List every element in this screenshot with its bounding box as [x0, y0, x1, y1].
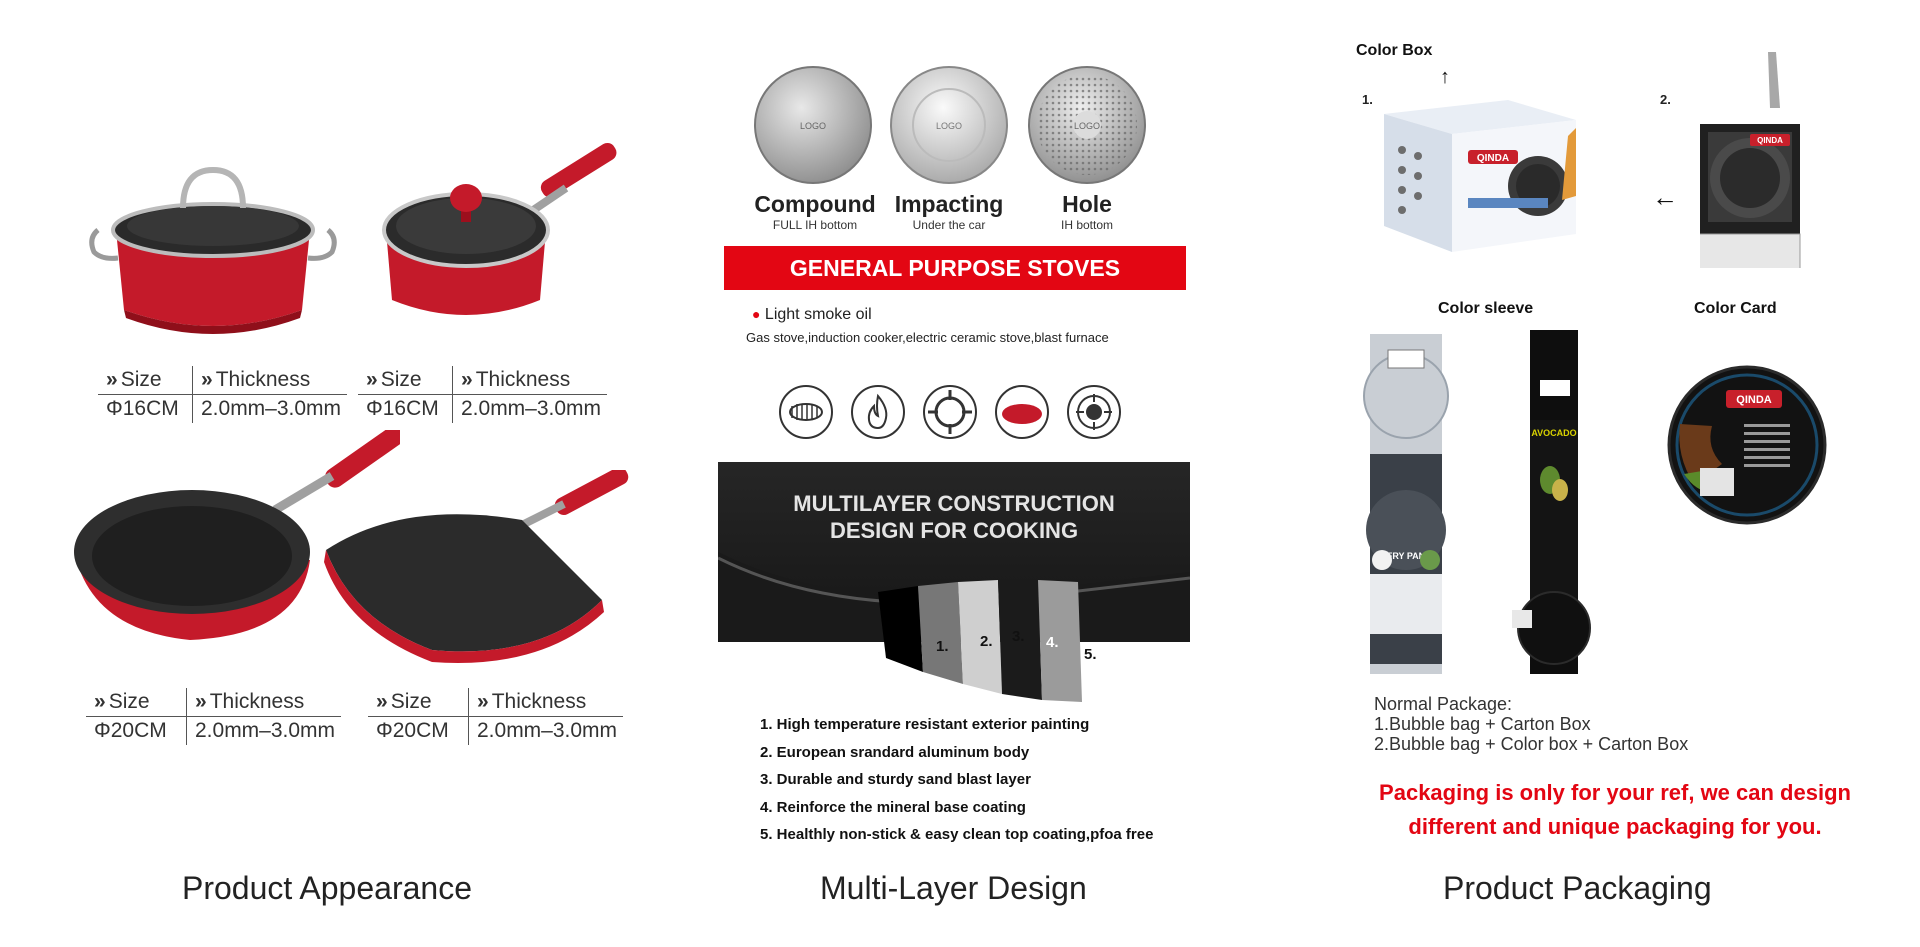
feature-item: 5. Healthly non-stick & easy clean top c…	[760, 826, 1154, 843]
bottom-compound: Compound FULL IH bottom	[750, 191, 880, 232]
size-value: Φ20CM	[86, 717, 187, 745]
hole-bottom-image: LOGO	[1028, 66, 1146, 184]
thickness-label: Thickness	[215, 368, 311, 391]
caption-product-packaging: Product Packaging	[1443, 870, 1712, 906]
size-label: Size	[390, 690, 432, 713]
spec-table-4: »Size »Thickness Φ20CM 2.0mm–3.0mm	[368, 688, 623, 745]
caption-product-appearance: Product Appearance	[182, 870, 472, 906]
size-label: Size	[108, 690, 150, 713]
thickness-label: Thickness	[475, 368, 571, 391]
bottom-title: Impacting	[894, 191, 1004, 217]
brand-text: QINDA	[1736, 394, 1772, 406]
sleeve-label: AVOCADO	[1531, 428, 1576, 438]
thickness-value: 2.0mm–3.0mm	[461, 397, 602, 420]
size-label: Size	[120, 368, 162, 391]
normal-package-title: Normal Package:	[1374, 694, 1513, 714]
brand-text: QINDA	[1757, 136, 1783, 145]
thickness-value: 2.0mm–3.0mm	[195, 719, 336, 742]
layer-number-3: 3.	[1012, 628, 1025, 645]
bottom-hole: Hole IH bottom	[1022, 191, 1152, 232]
feature-item: 3. Durable and sturdy sand blast layer	[760, 771, 1031, 788]
thickness-label: Thickness	[491, 690, 587, 713]
stoves-line: Gas stove,induction cooker,electric cera…	[746, 330, 1109, 345]
normal-package-option-2: 2.Bubble bag + Color box + Carton Box	[1374, 734, 1689, 754]
color-card-image: QINDA	[1667, 365, 1827, 525]
thickness-value: 2.0mm–3.0mm	[201, 397, 342, 420]
color-sleeve-2-image: AVOCADO	[1512, 330, 1591, 674]
layer-number-1: 1.	[936, 638, 949, 655]
arrow-left-icon: ←	[1652, 182, 1678, 212]
size-value: Φ20CM	[368, 717, 469, 745]
grill-pan-image	[324, 470, 629, 663]
logo-text: LOGO	[800, 121, 826, 131]
normal-package-option-1: 1.Bubble bag + Carton Box	[1374, 714, 1591, 734]
compound-bottom-image: LOGO	[754, 66, 872, 184]
color-box-image: QINDA	[1384, 100, 1576, 252]
caption-multilayer-design: Multi-Layer Design	[820, 870, 1087, 906]
feature-item: 1. High temperature resistant exterior p…	[760, 716, 1090, 733]
bottom-title: Hole	[1062, 191, 1112, 217]
logo-text: LOGO	[1074, 121, 1100, 131]
color-box-heading: Color Box	[1356, 42, 1433, 59]
marker-1: 1.	[1362, 92, 1373, 107]
layer-number-4: 4.	[1046, 634, 1059, 651]
size-label: Size	[380, 368, 422, 391]
gas-burner-icon	[923, 385, 977, 439]
casserole-pot-image	[89, 166, 337, 334]
size-value: Φ16CM	[98, 395, 193, 423]
sleeve-label: FRY PAN	[1387, 551, 1425, 561]
thickness-label: Thickness	[209, 690, 305, 713]
bottom-subtitle: FULL IH bottom	[772, 218, 858, 232]
stoves-banner: GENERAL PURPOSE STOVES	[724, 246, 1186, 290]
construction-title: MULTILAYER CONSTRUCTION DESIGN FOR COOKI…	[718, 490, 1190, 544]
construction-title-line-2: DESIGN FOR COOKING	[829, 518, 1079, 543]
bottom-subtitle: IH bottom	[1060, 218, 1114, 232]
arrow-up-icon: ↑	[1440, 66, 1450, 88]
packaging-note-line-2: different and unique packaging for you.	[1408, 814, 1822, 839]
packaging-note: Packaging is only for your ref, we can d…	[1360, 776, 1870, 844]
packaging-note-line-1: Packaging is only for your ref, we can d…	[1379, 780, 1851, 805]
marker-2: 2.	[1660, 92, 1671, 107]
spec-table-3: »Size »Thickness Φ20CM 2.0mm–3.0mm	[86, 688, 341, 745]
feature-list: 1. High temperature resistant exterior p…	[760, 711, 1153, 849]
size-value: Φ16CM	[358, 395, 453, 423]
feature-item: 4. Reinforce the mineral base coating	[760, 798, 1026, 816]
induction-coil-icon	[779, 385, 833, 439]
boxed-pan-image: QINDA	[1700, 52, 1801, 268]
layer-number-2: 2.	[980, 633, 993, 650]
bottom-subtitle: Under the car	[912, 218, 986, 232]
feature-item: 2. European srandard aluminum body	[760, 743, 1030, 761]
blast-furnace-icon	[1067, 385, 1121, 439]
saucepan-image	[382, 142, 617, 315]
color-sleeve-1-image: FRY PAN	[1363, 334, 1449, 674]
oil-note: ● Light smoke oil	[752, 306, 872, 324]
impacting-bottom-image: LOGO	[890, 66, 1008, 184]
frying-pan-image	[74, 430, 400, 640]
oil-note-text: Light smoke oil	[764, 306, 872, 323]
construction-title-line-1: MULTILAYER CONSTRUCTION	[793, 491, 1115, 516]
bottom-title: Compound	[754, 191, 876, 217]
spec-table-2: »Size »Thickness Φ16CM 2.0mm–3.0mm	[358, 366, 607, 423]
spec-table-1: »Size »Thickness Φ16CM 2.0mm–3.0mm	[98, 366, 347, 423]
brand-text: QINDA	[1477, 153, 1509, 164]
logo-text: LOGO	[936, 121, 962, 131]
bottom-impacting: Impacting Under the car	[884, 191, 1014, 232]
ceramic-plate-icon	[995, 385, 1049, 439]
color-sleeve-heading: Color sleeve	[1438, 300, 1534, 317]
color-card-heading: Color Card	[1694, 300, 1777, 317]
layer-number-5: 5.	[1084, 646, 1097, 663]
multilayer-cross-section-image	[718, 462, 1190, 702]
stove-icons	[778, 384, 1122, 440]
flame-icon	[851, 385, 905, 439]
normal-package-info: Normal Package: 1.Bubble bag + Carton Bo…	[1374, 694, 1688, 754]
thickness-value: 2.0mm–3.0mm	[477, 719, 618, 742]
bullet-icon: ●	[752, 306, 761, 322]
